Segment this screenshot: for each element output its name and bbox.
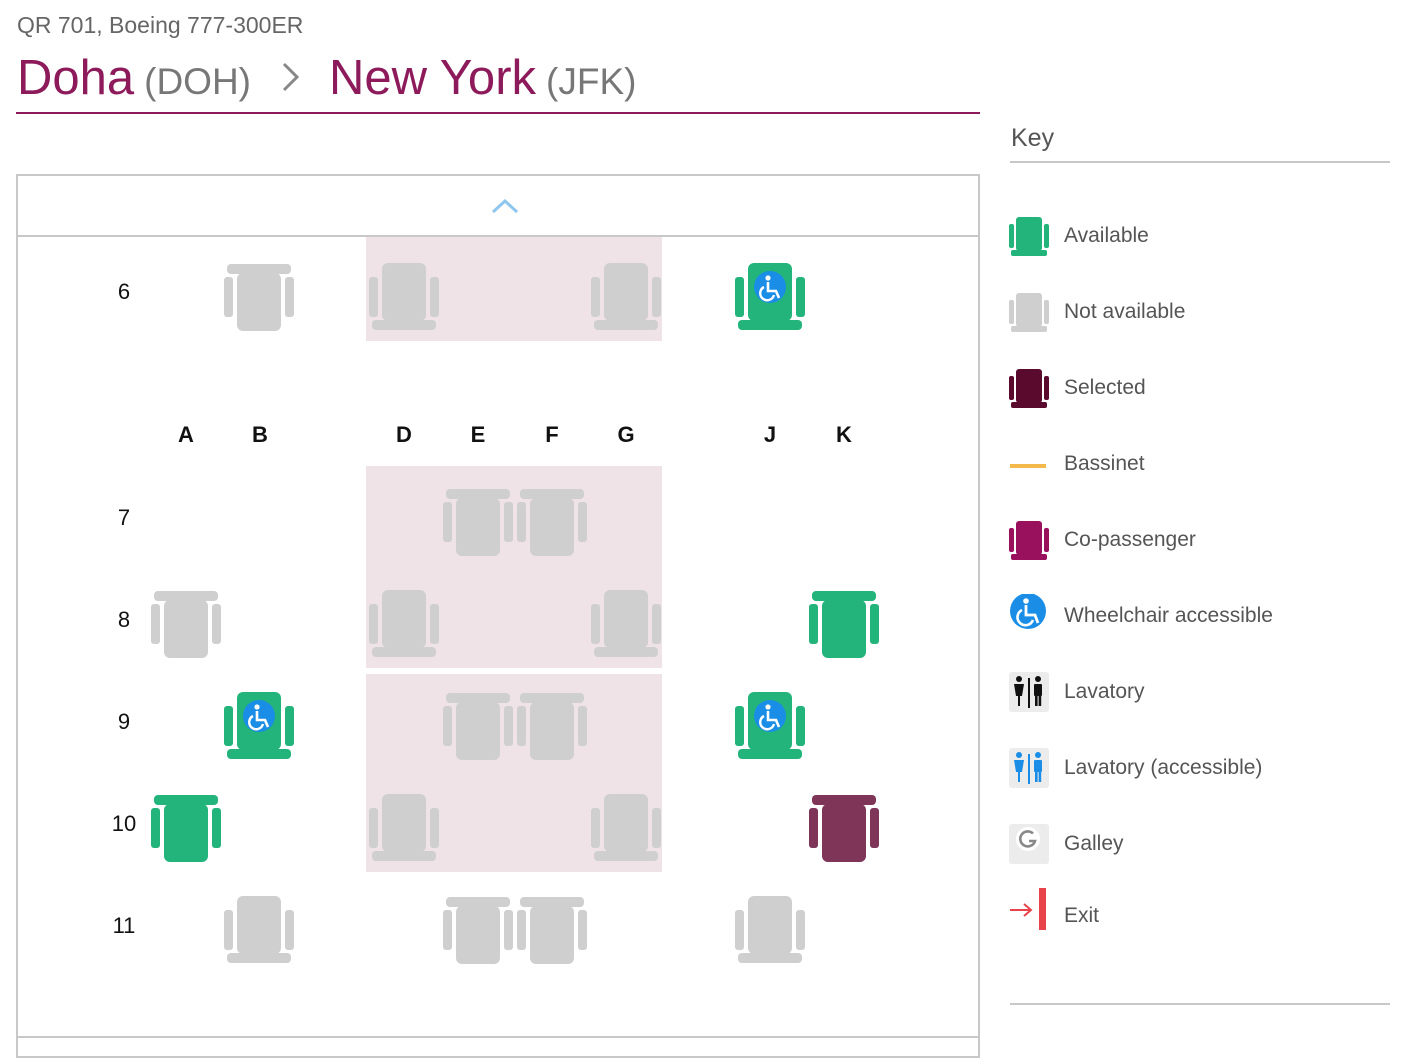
key-item-not-available: Not available	[1008, 290, 1388, 338]
co-passenger-seat-icon	[1008, 518, 1050, 562]
accessible-lavatory-icon	[1008, 746, 1050, 790]
destination-code: (JFK)	[546, 61, 637, 102]
key-label-co-passenger: Co-passenger	[1064, 528, 1196, 551]
seat-6d-unavailable	[368, 261, 440, 333]
route-underline	[16, 112, 980, 114]
unavailable-seat-icon	[1008, 290, 1050, 334]
destination: New York(JFK)	[329, 50, 636, 106]
seat-8g-unavailable	[590, 588, 662, 660]
column-letter-k: K	[836, 422, 852, 447]
key-label-exit: Exit	[1064, 904, 1100, 927]
bassinet-icon	[1008, 442, 1050, 486]
origin-code: (DOH)	[144, 61, 252, 102]
key-item-exit: Exit	[1008, 886, 1388, 934]
destination-city: New York	[329, 51, 537, 105]
route-title: Doha(DOH) New York(JFK)	[17, 50, 636, 106]
key-label-selected: Selected	[1064, 376, 1146, 399]
seat-8d-unavailable	[368, 588, 440, 660]
key-item-selected: Selected	[1008, 366, 1388, 414]
key-label-lavatory: Lavatory	[1064, 680, 1145, 703]
seat-11j-unavailable	[734, 894, 806, 966]
key-item-co-passenger: Co-passenger	[1008, 518, 1388, 566]
key-item-wheelchair: Wheelchair accessible	[1008, 593, 1388, 642]
seat-11f-unavailable	[516, 894, 588, 966]
column-letter-d: D	[396, 422, 412, 447]
key-item-galley: Galley	[1008, 822, 1388, 870]
key-label-galley: Galley	[1064, 832, 1124, 855]
key-item-available: Available	[1008, 214, 1388, 262]
row-number-10: 10	[111, 811, 137, 836]
row-number-6: 6	[117, 279, 131, 304]
column-letter-b: B	[252, 422, 268, 447]
key-item-bassinet: Bassinet	[1008, 442, 1388, 490]
seat-10g-unavailable	[590, 792, 662, 864]
seat-8a-unavailable	[150, 588, 222, 660]
seat-6b-unavailable	[223, 261, 295, 333]
lavatory-icon	[1008, 670, 1050, 714]
key-label-not-available: Not available	[1064, 300, 1186, 323]
seat-10a-available[interactable]	[150, 792, 222, 864]
column-letter-f: F	[545, 422, 559, 447]
seat-map: 6 7 8 9 10 11 A B D E F G J K	[16, 174, 980, 1058]
key-item-accessible-lavatory: Lavatory (accessible)	[1008, 746, 1388, 794]
key-label-wheelchair: Wheelchair accessible	[1064, 604, 1273, 627]
column-letter-g: G	[617, 422, 635, 447]
seat-9b-wheelchair-available[interactable]	[223, 690, 295, 762]
seat-9f-unavailable	[516, 690, 588, 762]
seat-11b-unavailable	[223, 894, 295, 966]
row-number-11: 11	[112, 913, 136, 938]
key-item-lavatory: Lavatory	[1008, 670, 1388, 718]
row-number-8: 8	[117, 607, 131, 632]
galley-icon	[1008, 822, 1050, 866]
origin-city: Doha	[17, 51, 135, 105]
column-letter-j: J	[763, 422, 777, 447]
seat-6g-unavailable	[590, 261, 662, 333]
seat-10k-selected[interactable]	[808, 792, 880, 864]
chevron-right-icon	[281, 60, 301, 99]
seat-6j-wheelchair-available[interactable]	[734, 261, 806, 333]
key-label-accessible-lavatory: Lavatory (accessible)	[1064, 756, 1263, 779]
key-label-bassinet: Bassinet	[1064, 452, 1145, 475]
key-title: Key	[1011, 124, 1055, 152]
flight-info: QR 701, Boeing 777-300ER	[17, 12, 304, 38]
seat-map-header	[18, 176, 978, 237]
column-letter-e: E	[470, 422, 486, 447]
key-divider	[1010, 161, 1390, 163]
seat-8k-available[interactable]	[808, 588, 880, 660]
seat-map-footer-divider	[18, 1036, 978, 1038]
wheelchair-icon	[1008, 593, 1050, 638]
key-divider-bottom	[1010, 1003, 1390, 1005]
seat-10d-unavailable	[368, 792, 440, 864]
seat-11e-unavailable	[442, 894, 514, 966]
available-seat-icon	[1008, 214, 1050, 258]
seat-9j-wheelchair-available[interactable]	[734, 690, 806, 762]
chevron-up-icon[interactable]	[488, 194, 522, 218]
exit-icon	[1008, 886, 1050, 930]
key-label-available: Available	[1064, 224, 1149, 247]
seat-7f-unavailable	[516, 486, 588, 558]
row-number-7: 7	[117, 505, 131, 530]
seat-7e-unavailable	[442, 486, 514, 558]
row-number-9: 9	[117, 709, 131, 734]
selected-seat-icon	[1008, 366, 1050, 410]
seat-9e-unavailable	[442, 690, 514, 762]
column-letter-a: A	[178, 422, 194, 447]
